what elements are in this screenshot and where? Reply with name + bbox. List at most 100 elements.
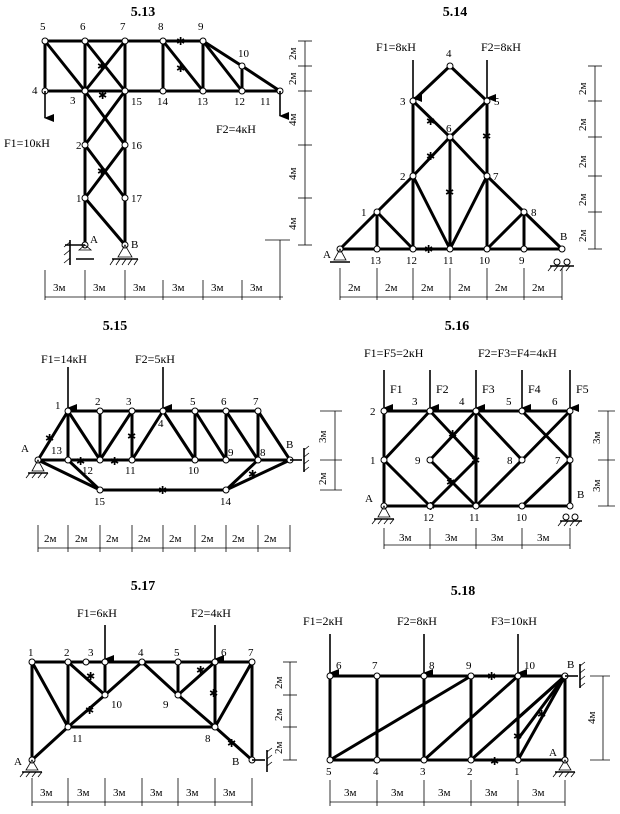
dim-label: 3м — [223, 787, 236, 799]
zero-member-mark: ✱ — [86, 670, 95, 683]
zero-member-mark: ✱ — [426, 150, 435, 163]
dim-label: 2м — [264, 533, 277, 545]
zero-member-mark: ✱ — [176, 35, 185, 48]
zero-member-mark: ✱ — [97, 165, 106, 178]
node-label: 5 — [494, 96, 500, 108]
dim-label: 3м — [53, 282, 66, 294]
title-5-13: 5.13 — [131, 5, 156, 20]
node-label: 14 — [157, 96, 169, 108]
dim-label: 2м — [421, 282, 434, 294]
problem-5-17: 5.17 ✱ ✱ ✱ ✱ ✱ — [14, 579, 297, 806]
node-label: 11 — [443, 255, 454, 267]
node-label: 6 — [221, 647, 227, 659]
nodes-5-17 — [28, 658, 256, 764]
truss-members-5-16 — [382, 409, 572, 508]
dim-label: 3м — [532, 787, 545, 799]
dim-label: 2м — [577, 156, 589, 169]
node-label: 11 — [469, 512, 480, 524]
dim-label: 2м — [577, 83, 589, 96]
force-label-F2: F2=5кН — [135, 352, 175, 366]
problem-5-14: 5.14 ✱ ✱ ✱ ✱ ✱ — [323, 5, 602, 300]
support-label: B — [131, 239, 138, 251]
dim-label: 3м — [537, 532, 550, 544]
dim-label: 2м — [273, 677, 285, 690]
support-label: B — [577, 489, 584, 501]
force-label-F1: F1=2кН — [303, 614, 343, 628]
zero-member-mark: ✱ — [448, 428, 457, 441]
zero-member-mark: ✱ — [487, 670, 496, 683]
zero-member-mark: ✱ — [426, 115, 435, 128]
zero-member-mark: ✱ — [85, 704, 94, 717]
dim-label: 2м — [495, 282, 508, 294]
problem-5-13: 5.13 ✱ ✱ ✱ ✱ ✱ — [4, 5, 312, 300]
zero-member-mark: ✱ — [424, 243, 433, 256]
dimension-line-h-5-13 — [44, 239, 290, 300]
node-label: 10 — [188, 465, 200, 477]
dim-label: 3м — [591, 480, 603, 493]
zero-member-mark: ✱ — [446, 476, 455, 489]
dim-label: 3м — [485, 787, 498, 799]
force-label-F1: F1=10кН — [4, 136, 50, 150]
zero-member-mark: ✱ — [445, 186, 454, 199]
node-label: 9 — [228, 447, 234, 459]
dim-label: 3м — [250, 282, 263, 294]
node-label: 8 — [158, 21, 164, 33]
support-A-5-15 — [25, 459, 49, 479]
zero-member-mark: ✱ — [127, 430, 136, 443]
node-label: 10 — [524, 660, 536, 672]
zero-member-mark: ✱ — [196, 664, 205, 677]
node-label: 1 — [76, 193, 82, 205]
dim-label: 2м — [577, 194, 589, 207]
truss-members-5-14 — [338, 64, 564, 251]
problem-5-16: 5.16 ✱ ✱ ✱ ✱ — [364, 319, 615, 549]
node-label: 12 — [406, 255, 417, 267]
support-A-5-14 — [330, 248, 350, 263]
dim-label: 3м — [133, 282, 146, 294]
support-pin-B-5-13 — [76, 244, 139, 266]
node-label: 3 — [420, 766, 426, 778]
node-label: 8 — [429, 660, 435, 672]
support-label: B — [567, 659, 574, 671]
title-5-15: 5.15 — [103, 319, 128, 334]
zero-member-mark: ✱ — [98, 89, 107, 102]
support-A-5-17 — [19, 759, 43, 778]
support-B-5-14 — [547, 258, 574, 272]
dim-label: 2м — [348, 282, 361, 294]
node-label: 16 — [131, 140, 143, 152]
dim-label: 3м — [211, 282, 224, 294]
force-tag-F4: F4 — [528, 382, 541, 396]
node-label: 4 — [446, 48, 452, 60]
zero-member-mark: ✱ — [45, 432, 54, 445]
dim-label: 2м — [232, 533, 245, 545]
node-label: 2 — [64, 647, 70, 659]
zero-member-mark: ✱ — [176, 62, 185, 75]
node-label: 3 — [88, 647, 94, 659]
node-label: 10 — [238, 48, 250, 60]
zero-member-mark: ✱ — [97, 60, 106, 73]
dim-label: 3м — [399, 532, 412, 544]
truss-members-5-18 — [328, 674, 567, 762]
node-label: 2 — [95, 396, 101, 408]
zero-member-mark: ✱ — [209, 687, 218, 700]
node-label: 6 — [336, 660, 342, 672]
dim-label: 4м — [287, 168, 299, 181]
support-B-5-16 — [557, 513, 582, 527]
node-label: 11 — [125, 465, 136, 477]
node-label: 9 — [198, 21, 204, 33]
node-label: 6 — [80, 21, 86, 33]
dim-label: 2м — [577, 230, 589, 243]
node-label: 8 — [260, 447, 266, 459]
node-label: 6 — [446, 123, 452, 135]
dim-label: 3м — [150, 787, 163, 799]
nodes-5-15 — [34, 407, 294, 494]
dimension-line-h-5-16 — [383, 528, 571, 549]
node-label: 7 — [493, 171, 499, 183]
truss-members-5-17 — [30, 660, 254, 762]
zero-member-mark: ✱ — [490, 755, 499, 768]
dim-label: 3м — [591, 432, 603, 445]
node-label: 10 — [111, 699, 123, 711]
support-label: A — [14, 756, 22, 768]
node-label: 1 — [361, 207, 367, 219]
node-label: 5 — [326, 766, 332, 778]
